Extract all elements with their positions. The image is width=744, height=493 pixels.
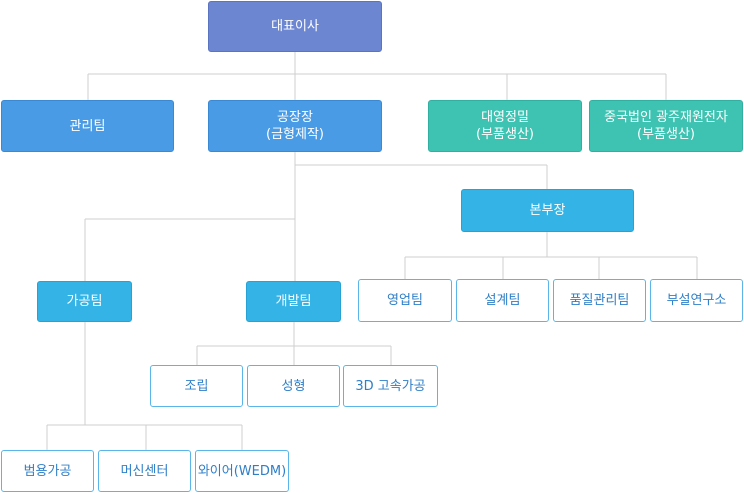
factory-head-label: 공장장 <box>277 110 313 125</box>
processing-team-node: 가공팀 <box>37 281 132 322</box>
headquarters-node: 본부장 <box>461 189 634 232</box>
assembly-node: 조립 <box>150 365 243 407</box>
admin-team-label: 관리팀 <box>69 118 106 134</box>
china-subsidiary-node: 중국법인 광주재원전자 (부품생산) <box>589 100 743 152</box>
machining-center-label: 머신센터 <box>120 463 169 479</box>
factory-head-sublabel: (금형제작) <box>266 127 324 142</box>
admin-team-node: 관리팀 <box>1 100 174 152</box>
wire-edm-label: 와이어(WEDM) <box>197 463 287 479</box>
processing-team-label: 가공팀 <box>66 294 103 309</box>
molding-node: 성형 <box>247 365 340 407</box>
molding-label: 성형 <box>281 378 306 394</box>
design-team-node: 설계팀 <box>456 279 549 322</box>
china-subsidiary-label: 중국법인 광주재원전자 <box>604 110 728 125</box>
general-machining-label: 범용가공 <box>23 463 72 479</box>
china-subsidiary-sublabel: (부품생산) <box>637 127 695 142</box>
sales-team-label: 영업팀 <box>387 293 423 308</box>
daeyoung-label: 대영정밀 <box>481 110 529 125</box>
sales-team-node: 영업팀 <box>358 279 452 322</box>
quality-team-node: 품질관리팀 <box>553 279 646 322</box>
machining-center-node: 머신센터 <box>98 450 191 492</box>
machining-3d-label: 3D 고속가공 <box>355 378 426 394</box>
assembly-label: 조립 <box>184 378 209 394</box>
wire-edm-node: 와이어(WEDM) <box>195 450 289 492</box>
design-team-label: 설계팀 <box>484 293 521 308</box>
daeyoung-node: 대영정밀 (부품생산) <box>428 100 582 152</box>
research-lab-node: 부설연구소 <box>650 279 743 322</box>
research-lab-label: 부설연구소 <box>666 293 727 308</box>
quality-team-label: 품질관리팀 <box>569 293 630 308</box>
development-team-label: 개발팀 <box>275 294 312 309</box>
ceo-label: 대표이사 <box>271 19 319 34</box>
development-team-node: 개발팀 <box>246 281 341 322</box>
daeyoung-sublabel: (부품생산) <box>476 127 534 142</box>
general-machining-node: 범용가공 <box>1 450 94 492</box>
headquarters-label: 본부장 <box>529 203 566 218</box>
factory-head-node: 공장장 (금형제작) <box>208 100 382 152</box>
ceo-node: 대표이사 <box>208 1 382 52</box>
machining-3d-node: 3D 고속가공 <box>343 365 438 407</box>
